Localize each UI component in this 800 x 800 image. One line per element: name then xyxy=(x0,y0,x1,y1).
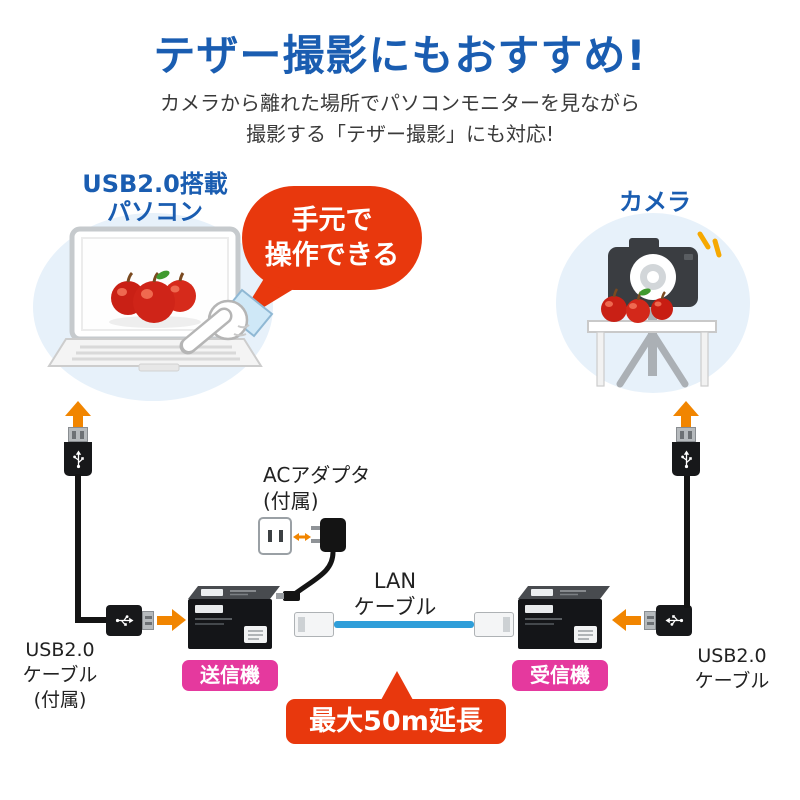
speech-bubble: 手元で 操作できる xyxy=(242,186,422,290)
receiver-box xyxy=(518,586,610,650)
usb-trident-icon xyxy=(115,615,133,626)
bubble-line2: 操作できる xyxy=(264,240,400,272)
outlet-icon xyxy=(258,517,292,555)
usb-cable-label-left: USB2.0 ケーブル (付属) xyxy=(14,638,106,713)
transmitter-box xyxy=(188,586,280,649)
receiver-badge: 受信機 xyxy=(512,660,608,691)
usb-cable-left xyxy=(75,474,81,620)
banner-pointer-icon xyxy=(381,671,413,700)
arrow-head xyxy=(65,401,91,416)
ac-adapter-icon xyxy=(311,518,346,552)
usb-plug-body xyxy=(106,605,142,636)
usb-cable-left-bend xyxy=(75,617,108,623)
lan-cable xyxy=(334,621,474,628)
arrow-shaft xyxy=(681,416,691,427)
pc-label-line2: パソコン xyxy=(107,198,203,227)
bubble-line1: 手元で xyxy=(291,205,373,236)
up-arrow-icon xyxy=(673,401,699,427)
usb-trident-icon xyxy=(665,615,683,626)
label-line: ケーブル xyxy=(694,670,770,693)
arrow-shaft xyxy=(157,615,172,625)
right-arrow-icon xyxy=(157,609,186,631)
label-line: ケーブル xyxy=(353,595,437,620)
camera-label: カメラ xyxy=(619,188,691,216)
usb-plug-body xyxy=(656,605,692,636)
arrow-shaft xyxy=(73,416,83,427)
plug-double-arrow-icon xyxy=(293,533,311,541)
up-arrow-icon xyxy=(65,401,91,427)
usb-a-plug-icon xyxy=(644,605,692,636)
arrow-shaft xyxy=(626,615,641,625)
pointing-hand-icon xyxy=(179,288,274,355)
usb-plug-body xyxy=(64,442,92,476)
pc-label-line1: USB2.0搭載 xyxy=(82,170,228,198)
usb-plug-tip xyxy=(142,611,154,630)
usb-plug-tip xyxy=(644,611,656,630)
arrow-head xyxy=(612,609,626,631)
usb-plug-tip xyxy=(676,427,696,442)
usb-plug-tip xyxy=(68,427,88,442)
usb-trident-icon xyxy=(680,450,692,468)
label-line: ACアダプタ xyxy=(263,463,371,487)
arrow-head xyxy=(172,609,186,631)
left-arrow-icon xyxy=(612,609,641,631)
ac-adapter-label: ACアダプタ (付属) xyxy=(263,462,370,514)
usb-a-plug-icon xyxy=(672,427,700,476)
usb-trident-icon xyxy=(72,450,84,468)
label-line: LAN xyxy=(373,569,417,593)
arrow-head xyxy=(673,401,699,416)
label-line: (付属) xyxy=(263,489,319,513)
usb-cable-right xyxy=(684,474,690,608)
label-line: (付属) xyxy=(33,689,87,712)
subtitle-line1: カメラから離れた場所でパソコンモニターを見ながら xyxy=(160,91,640,115)
label-line: ケーブル xyxy=(22,664,98,687)
lan-cable-label: LAN ケーブル xyxy=(350,568,440,621)
label-line: USB2.0 xyxy=(697,645,767,667)
rj45-connector-left-icon xyxy=(294,612,334,637)
page-title: テザー撮影にもおすすめ! xyxy=(153,31,647,80)
usb-cable-label-right: USB2.0 ケーブル xyxy=(690,644,774,694)
subtitle: カメラから離れた場所でパソコンモニターを見ながら 撮影する「テザー撮影」にも対応… xyxy=(0,88,800,150)
usb-a-plug-icon xyxy=(64,427,92,476)
rj45-connector-right-icon xyxy=(474,612,514,637)
dc-connector-icon xyxy=(283,591,300,601)
camera-illustration xyxy=(587,231,722,388)
label-line: USB2.0 xyxy=(25,639,95,661)
usb-b-plug-icon xyxy=(106,605,154,636)
laptop-illustration xyxy=(47,226,263,372)
max-length-banner: 最大50m延長 xyxy=(286,699,506,744)
pc-label: USB2.0搭載 パソコン xyxy=(55,170,255,227)
subtitle-line2: 撮影する「テザー撮影」にも対応! xyxy=(245,122,555,146)
dc-connector-tip xyxy=(276,593,284,599)
transmitter-badge: 送信機 xyxy=(182,660,278,691)
usb-plug-body xyxy=(672,442,700,476)
